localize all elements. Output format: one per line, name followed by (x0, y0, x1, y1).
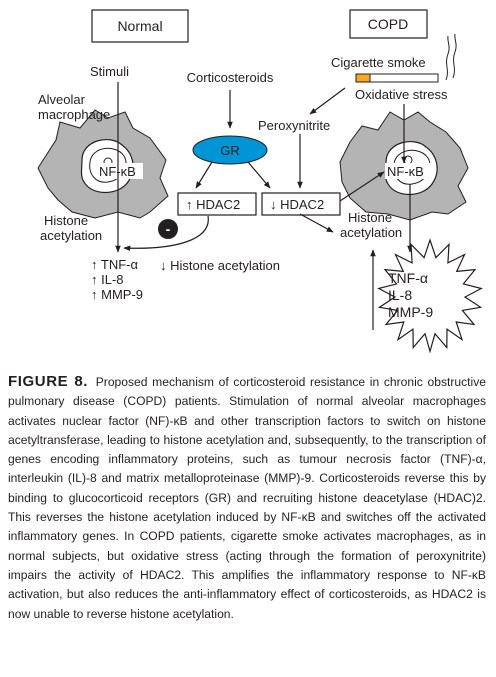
oxidative-stress-label: Oxidative stress (355, 87, 448, 102)
stimuli-label: Stimuli (90, 64, 129, 79)
copd-title-box (349, 9, 428, 39)
corticosteroids-label: Corticosteroids (187, 70, 274, 85)
right-tnf: TNF-α (388, 270, 428, 286)
histone-left-2: acetylation (40, 228, 102, 243)
gr-label: GR (220, 143, 240, 158)
cigarette-icon (355, 33, 457, 83)
svg-text:-: - (166, 221, 171, 237)
left-mmp9: ↑ MMP-9 (91, 287, 143, 302)
caption-text: Proposed mechanism of corticosteroid res… (8, 375, 486, 621)
hdac2-up: ↑ HDAC2 (186, 197, 240, 212)
right-mmp9: MMP-9 (388, 304, 433, 320)
hdac2-down: ↓ HDAC2 (270, 197, 324, 212)
figure-label: FIGURE 8. (8, 373, 89, 390)
histone-right-2: acetylation (340, 225, 402, 240)
mechanism-diagram: Normal COPD Alveolar macrophage NF-κB St… (37, 9, 483, 354)
left-il8: ↑ IL-8 (91, 272, 124, 287)
gr-receptor (192, 135, 268, 165)
down-histone-acetylation: ↓ Histone acetylation (160, 258, 280, 273)
figure-caption: FIGURE 8. Proposed mechanism of corticos… (8, 372, 486, 624)
peroxynitrite-label: Peroxynitrite (258, 118, 330, 133)
hdac2-up-box (177, 192, 257, 216)
normal-title: Normal (117, 18, 162, 34)
histone-left-1: Histone (44, 213, 88, 228)
inflammation-starburst (377, 238, 483, 354)
inhibition-symbol (158, 219, 178, 239)
right-il8: IL-8 (388, 287, 412, 303)
alveolar-macrophage-label-2: macrophage (38, 107, 110, 122)
left-tnf: ↑ TNF-α (91, 257, 138, 272)
copd-title: COPD (368, 16, 408, 32)
cigarette-smoke-label: Cigarette smoke (331, 55, 426, 70)
alveolar-macrophage-label-1: Alveolar (38, 92, 86, 107)
nfkb-right: NF-κB (387, 164, 424, 179)
histone-right-1: Histone (348, 210, 392, 225)
normal-title-box (91, 9, 189, 43)
